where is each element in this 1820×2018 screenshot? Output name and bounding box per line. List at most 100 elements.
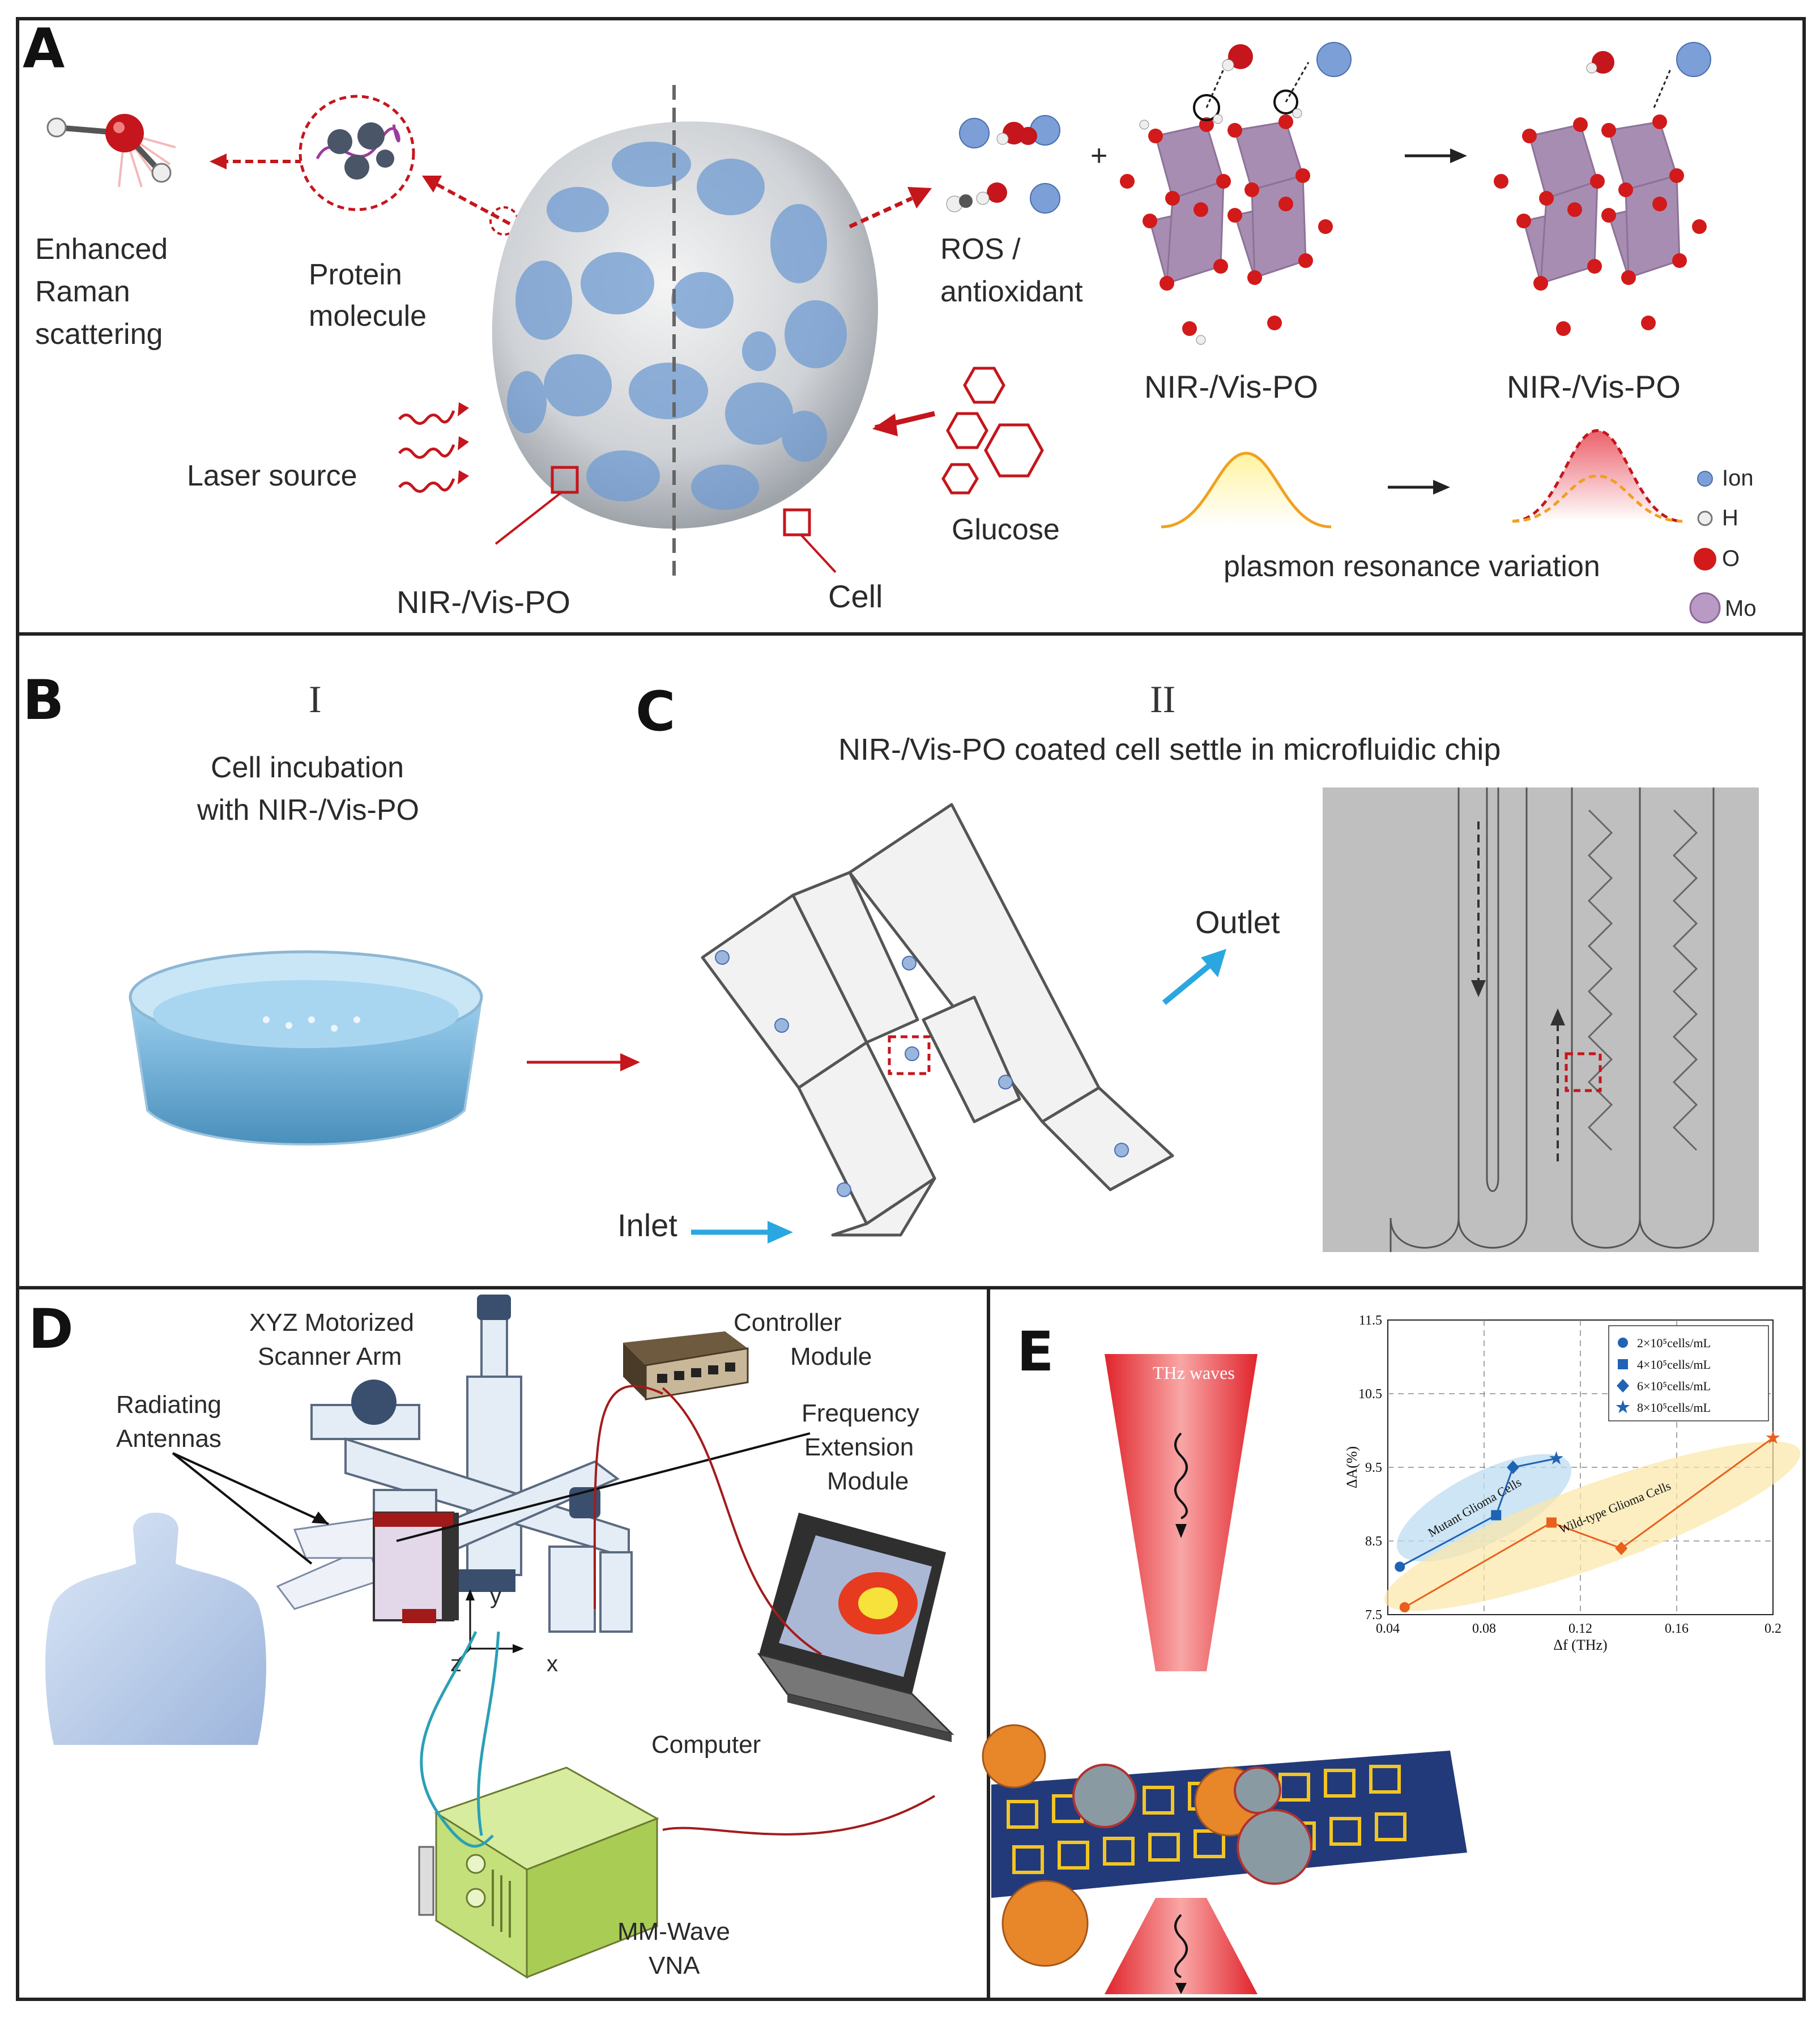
chart-y-tick-label: 9.5	[1365, 1461, 1382, 1475]
controller-label-line2: Module	[790, 1343, 872, 1370]
chart-y-tick-label: 8.5	[1365, 1534, 1382, 1549]
protein-label-line2: molecule	[309, 300, 427, 333]
legend-o-label: O	[1722, 546, 1740, 571]
protein-molecule-icon	[299, 95, 415, 211]
arrow-to-raman	[210, 154, 303, 169]
nanoparticle-cell-icon	[492, 85, 878, 584]
incubation-caption-line1: Cell incubation	[211, 751, 404, 784]
outlet-label: Outlet	[1195, 904, 1280, 940]
micrograph-image	[1323, 787, 1759, 1252]
petri-dish-icon	[129, 950, 483, 1146]
enhanced-raman-line3: scattering	[35, 318, 163, 351]
axis-y-label: y	[490, 1583, 501, 1608]
freq-label-line3: Module	[827, 1467, 909, 1495]
axis-z-label: z	[450, 1651, 462, 1676]
cell-label: Cell	[828, 578, 883, 614]
chart-x-tick-label: 0.2	[1764, 1621, 1781, 1636]
glucose-icon	[872, 367, 1044, 495]
protein-label-line1: Protein	[309, 258, 402, 291]
human-torso-icon	[45, 1513, 266, 1745]
microfluidic-caption: NIR-/Vis-PO coated cell settle in microf…	[838, 733, 1501, 767]
vna-label-line1: MM-Wave	[617, 1918, 730, 1945]
laser-source-label: Laser source	[187, 459, 357, 492]
freq-label-line1: Frequency	[802, 1399, 919, 1427]
legend-entry-label: 2×10⁵cells/mL	[1637, 1336, 1711, 1350]
legend-h-marker	[1697, 510, 1713, 526]
antenna-pointer-lines	[172, 1432, 811, 1565]
legend-marker	[1617, 1379, 1629, 1393]
legend-entry-label: 6×10⁵cells/mL	[1637, 1379, 1711, 1393]
legend-marker	[1618, 1338, 1628, 1348]
axis-x-label: x	[547, 1651, 558, 1676]
legend-h-label: H	[1722, 505, 1738, 530]
panel-a-letter: A	[23, 17, 65, 80]
panel-e-letter: E	[1017, 1320, 1054, 1383]
b-to-c-arrow	[527, 1053, 640, 1071]
wildtype-cluster-ellipse	[1384, 1441, 1801, 1611]
vna-icon	[418, 1766, 659, 1979]
chart-x-axis-label: Δf (THz)	[1553, 1637, 1607, 1653]
series-line-0	[1399, 1457, 1557, 1568]
ros-molecules-icon	[946, 115, 1060, 214]
legend-marker	[1618, 1359, 1628, 1369]
raman-molecule-icon	[46, 114, 176, 188]
glucose-label: Glucose	[952, 513, 1060, 546]
nir-vis-po-left-label: NIR-/Vis-PO	[397, 584, 570, 620]
inlet-arrow	[691, 1221, 793, 1244]
data-point	[1395, 1561, 1405, 1572]
mutant-cluster-ellipse	[1396, 1454, 1572, 1562]
chart-x-tick-label: 0.12	[1568, 1621, 1592, 1636]
xyz-label-line1: XYZ Motorized	[249, 1309, 414, 1336]
microfluidic-chip-icon	[701, 803, 1174, 1237]
legend-mo-marker	[1689, 592, 1721, 624]
data-point	[1766, 1431, 1780, 1444]
laser-waves-icon	[398, 402, 469, 493]
scanner-arm-icon	[310, 1295, 633, 1633]
legend-ion-label: Ion	[1722, 466, 1754, 491]
thz-beam-icon	[982, 1354, 1467, 1994]
ros-small-molecules-2-icon	[1586, 42, 1711, 77]
laptop-icon	[757, 1513, 954, 1742]
chart-x-tick-label: 0.16	[1665, 1621, 1689, 1636]
data-point	[1549, 1451, 1563, 1464]
antennas-icon	[276, 1512, 459, 1623]
plasmon-label: plasmon resonance variation	[1224, 550, 1600, 583]
legend-o-marker	[1694, 548, 1716, 571]
data-point	[1399, 1602, 1410, 1612]
structure-label-1: NIR-/Vis-PO	[1144, 369, 1318, 405]
data-point	[1615, 1542, 1628, 1555]
ros-label-line2: antioxidant	[940, 275, 1083, 308]
freq-label-line2: Extension	[804, 1433, 914, 1461]
legend-marker	[1616, 1400, 1630, 1414]
vna-label-line2: VNA	[649, 1952, 700, 1979]
legend-ion-marker	[1697, 471, 1713, 487]
panel-c-letter: C	[636, 680, 676, 743]
antennas-label-line1: Radiating	[116, 1391, 221, 1419]
chart-y-tick-label: 11.5	[1359, 1313, 1382, 1328]
antennas-label-line2: Antennas	[116, 1425, 221, 1453]
incubation-caption-line2: with NIR-/Vis-PO	[197, 794, 419, 827]
legend-entry-label: 4×10⁵cells/mL	[1637, 1357, 1711, 1372]
thz-waves-label: THz waves	[1153, 1363, 1235, 1383]
chart-y-tick-label: 7.5	[1365, 1608, 1382, 1623]
panel-d-letter: D	[28, 1297, 74, 1361]
panel-b-letter: B	[23, 669, 65, 732]
axes-icon	[458, 1589, 524, 1661]
chart-legend-box	[1608, 1325, 1769, 1421]
panel-e	[987, 1286, 1806, 2001]
outlet-arrow	[1162, 949, 1226, 1005]
plasmon-curve-2-icon	[1512, 429, 1683, 523]
arrow-to-ros	[849, 187, 932, 229]
legend-entry-label: 8×10⁵cells/mL	[1637, 1400, 1711, 1415]
xyz-label-line2: Scanner Arm	[258, 1343, 402, 1370]
ros-small-molecules-icon	[1222, 42, 1352, 77]
crystal-structure-2-icon	[1494, 67, 1707, 336]
plasmon-curve-1-icon	[1161, 452, 1332, 529]
enhanced-raman-line1: Enhanced	[35, 233, 168, 266]
chart-y-tick-label: 10.5	[1358, 1387, 1382, 1402]
data-point	[1491, 1510, 1502, 1521]
panel-b-roman: I	[309, 678, 322, 721]
enhanced-raman-line2: Raman	[35, 275, 130, 308]
series-line-1	[1404, 1437, 1774, 1608]
